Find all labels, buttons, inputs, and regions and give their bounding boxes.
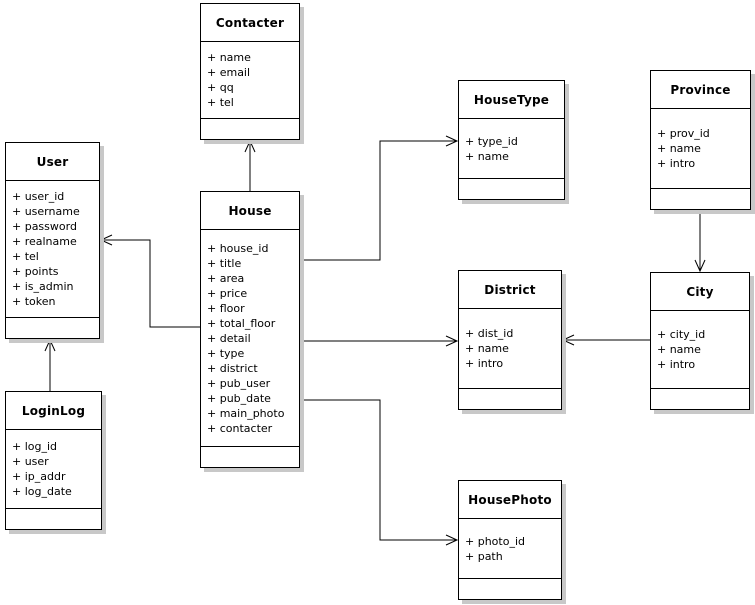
attribute: + name <box>465 149 509 163</box>
attribute: + intro <box>465 357 504 370</box>
attribute: + password <box>12 220 77 233</box>
class-loginlog[interactable]: LoginLog + log_id + user + ip_addr + log_da… <box>5 391 102 530</box>
attribute: + district <box>207 361 258 375</box>
attribute: + user <box>12 455 49 468</box>
class-title: LoginLog <box>6 392 101 430</box>
class-attributes: + photo_id+ path <box>459 519 561 579</box>
class-attributes: + city_id + name + intro <box>651 311 749 389</box>
class-attributes: + name + email + qq + tel <box>201 42 299 119</box>
attribute: + email <box>207 66 251 79</box>
attribute: + qq <box>207 81 234 94</box>
relation-house-housetype <box>300 135 459 261</box>
class-title: HousePhoto <box>459 481 561 519</box>
class-operations-empty <box>459 579 561 599</box>
attribute: + log_id <box>12 440 58 453</box>
attribute: + tel <box>12 250 39 263</box>
class-operations-empty <box>459 179 564 199</box>
class-city[interactable]: City + city_id + name + intro <box>650 272 750 410</box>
class-title: House <box>201 192 299 230</box>
class-operations-empty <box>459 389 561 409</box>
class-contacter[interactable]: Contacter + name + email + qq + tel <box>200 3 300 140</box>
attribute: + prov_id <box>657 127 710 140</box>
attribute: + pub_date <box>207 391 271 405</box>
attribute: + detail <box>207 331 251 345</box>
class-title: User <box>6 143 99 181</box>
class-house[interactable]: House + house_id+ title+ area+ price+ fl… <box>200 191 300 468</box>
class-title: District <box>459 271 561 309</box>
attribute: + contacter <box>207 421 273 435</box>
class-title: Contacter <box>201 4 299 42</box>
class-housetype[interactable]: HouseType + type_id+ name <box>458 80 565 200</box>
class-district[interactable]: District + dist_id + name + intro <box>458 270 562 410</box>
attribute: + photo_id <box>465 534 525 548</box>
attribute: + tel <box>207 96 234 109</box>
class-attributes: + type_id+ name <box>459 119 564 179</box>
class-operations-empty <box>6 509 101 529</box>
class-operations-empty <box>6 318 99 338</box>
attribute: + area <box>207 271 245 285</box>
class-attributes: + house_id+ title+ area+ price+ floor+ t… <box>201 230 299 447</box>
attribute: + realname <box>12 235 77 248</box>
attribute: + is_admin <box>12 280 74 293</box>
attribute: + path <box>465 549 503 563</box>
attribute: + type <box>207 346 245 360</box>
class-housephoto[interactable]: HousePhoto + photo_id+ path <box>458 480 562 600</box>
attribute: + city_id <box>657 328 706 341</box>
attribute: + total_floor <box>207 316 276 330</box>
class-attributes: + log_id + user + ip_addr + log_date <box>6 430 101 509</box>
class-title: City <box>651 273 749 311</box>
attribute: + main_photo <box>207 406 285 420</box>
attribute: + name <box>207 51 251 64</box>
attribute: + title <box>207 256 242 270</box>
relation-house-user <box>99 234 200 328</box>
attribute: + dist_id <box>465 327 514 340</box>
attribute: + username <box>12 205 80 218</box>
attribute: + name <box>657 343 701 356</box>
class-attributes: + prov_id + name + intro <box>651 109 750 189</box>
attribute: + points <box>12 265 59 278</box>
attribute: + token <box>12 295 56 308</box>
attribute: + house_id <box>207 241 269 255</box>
class-operations-empty <box>651 189 750 209</box>
class-title: Province <box>651 71 750 109</box>
class-title: HouseType <box>459 81 564 119</box>
class-operations-empty <box>201 447 299 467</box>
attribute: + price <box>207 286 248 300</box>
class-operations-empty <box>651 389 749 409</box>
attribute: + type_id <box>465 134 518 148</box>
class-operations-empty <box>201 119 299 139</box>
attribute: + ip_addr <box>12 470 66 483</box>
class-attributes: + user_id + username + password + realname +… <box>6 181 99 318</box>
attribute: + floor <box>207 301 245 315</box>
attribute: + intro <box>657 358 696 371</box>
attribute: + log_date <box>12 485 72 498</box>
attribute: + pub_user <box>207 376 271 390</box>
attribute: + intro <box>657 157 696 170</box>
class-province[interactable]: Province + prov_id + name + intro <box>650 70 751 210</box>
class-user[interactable]: User + user_id + username + password + real… <box>5 142 100 339</box>
attribute: + user_id <box>12 190 65 203</box>
attribute: + name <box>657 142 701 155</box>
attribute: + name <box>465 342 509 355</box>
class-attributes: + dist_id + name + intro <box>459 309 561 389</box>
relation-house-housephoto <box>300 399 459 546</box>
